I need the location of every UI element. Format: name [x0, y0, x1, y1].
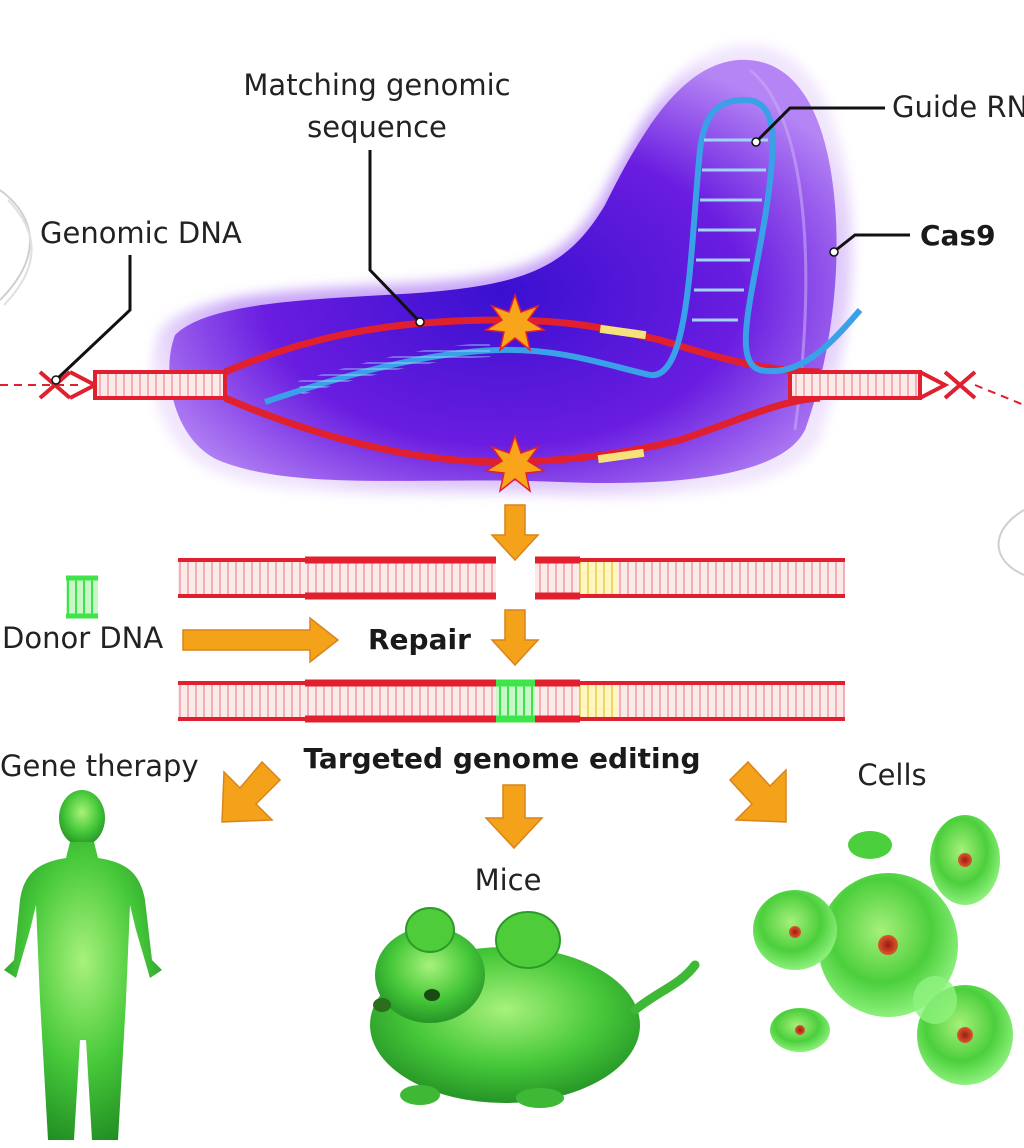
mice-label: Mice: [475, 863, 542, 897]
dna-crossover: [38, 370, 72, 400]
repaired-dna: [178, 679, 845, 723]
cells-icon: [753, 815, 1013, 1085]
arrow-right-icon: [182, 616, 340, 664]
guide-rna-label: Guide RN: [892, 90, 1024, 124]
targeted-editing-label: Targeted genome editing: [303, 742, 700, 775]
background-dna-right: [997, 509, 1024, 576]
genomic-dna: [0, 316, 1024, 466]
guide-rna-hairpin: [649, 96, 863, 379]
cas9-complex: [152, 44, 853, 497]
gene-therapy-label: Gene therapy: [0, 749, 199, 783]
donor-insert: [496, 683, 535, 719]
cas9-label: Cas9: [920, 219, 996, 252]
mouse-icon: [370, 907, 700, 1108]
repair-label: Repair: [368, 623, 471, 656]
arrow-down-icon: [484, 784, 544, 850]
pam-mark-bottom: [597, 448, 645, 464]
arrow-down-left-icon: [221, 760, 282, 823]
donor-dna-fragment: [66, 575, 98, 619]
cut-dna: [178, 556, 845, 600]
cut-site-star-icon: [483, 292, 547, 493]
genomic-dna-label: Genomic DNA: [40, 216, 242, 250]
pam-mark-top: [599, 324, 647, 340]
dna-ladder-left: [93, 370, 227, 400]
cells-label: Cells: [857, 758, 926, 792]
human-silhouette-icon: [4, 790, 162, 1140]
cut-dna-pam: [580, 560, 618, 596]
matching-sequence-label: Matching genomic: [243, 68, 510, 102]
donor-dna-label: Donor DNA: [2, 621, 163, 655]
dna-ladder-right: [788, 370, 922, 400]
arrow-down-icon: [490, 504, 540, 562]
callouts: [51, 106, 910, 385]
repaired-dna-pam: [580, 683, 618, 719]
arrow-down-icon: [490, 609, 540, 667]
background-dna-left: [0, 189, 33, 306]
matching-sequence-label-line2: sequence: [307, 110, 447, 144]
arrow-down-right-icon: [728, 760, 787, 823]
